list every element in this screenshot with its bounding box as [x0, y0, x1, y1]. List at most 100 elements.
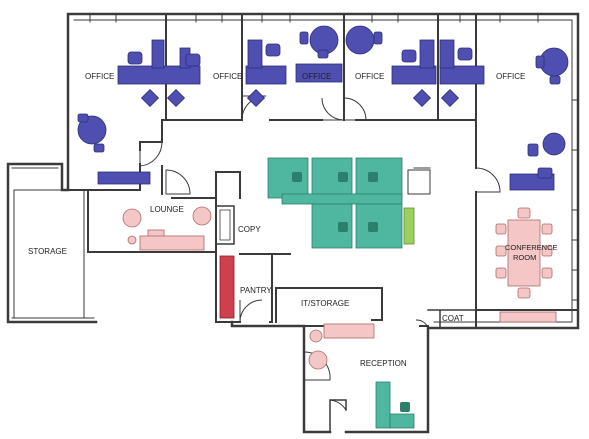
copy-alcove [215, 205, 235, 245]
storage-inner [13, 189, 85, 319]
desk-chair [457, 47, 473, 61]
pantry-counter [219, 255, 235, 319]
round-table [345, 25, 375, 55]
credenza [499, 311, 557, 323]
desk-chair [265, 43, 281, 57]
workstation-cluster [355, 157, 403, 199]
coat-wall [427, 309, 477, 329]
door-office-4 [343, 97, 367, 121]
chair [495, 223, 507, 235]
label-office-1: OFFICE [85, 72, 114, 81]
guest-chair [440, 88, 460, 108]
label-office-4: OFFICE [355, 72, 384, 81]
label-conference-line2: ROOM [513, 253, 536, 262]
armchair [192, 206, 212, 226]
lounge-furniture [122, 206, 557, 370]
chair [299, 31, 309, 45]
label-office-3: OFFICE [302, 72, 331, 81]
desk [295, 63, 343, 83]
pantry-wall [215, 251, 291, 323]
desk [439, 65, 485, 85]
credenza [97, 171, 151, 185]
chair [549, 75, 561, 85]
chair [93, 143, 105, 153]
desk-return [247, 39, 263, 69]
chair [400, 402, 410, 412]
armchair [122, 208, 142, 228]
room-labels: OFFICE OFFICE OFFICE OFFICE OFFICE STORA… [28, 72, 558, 368]
guest-chair [140, 88, 160, 108]
desk-chair [401, 49, 417, 63]
door-lounge [165, 169, 191, 195]
workstation-cluster [355, 203, 403, 249]
chair [338, 222, 348, 232]
office-furniture [77, 25, 569, 191]
it-storage-wall [275, 287, 383, 323]
office-corridor-wall [161, 119, 477, 195]
desk [117, 65, 201, 85]
chair [517, 287, 531, 299]
workstation-chairs [292, 172, 410, 412]
chair [338, 172, 348, 182]
reception-entry [329, 399, 347, 433]
chair [292, 172, 302, 182]
door-conference [475, 167, 501, 193]
chair [368, 222, 378, 232]
desk [245, 65, 287, 85]
chair [541, 267, 553, 279]
desk-chair [185, 53, 201, 67]
bench [323, 323, 375, 339]
armchair [537, 167, 553, 179]
door-coat [415, 319, 429, 329]
reception-desk [375, 381, 391, 429]
door-left-office [139, 141, 163, 167]
lounge-chair [308, 350, 328, 370]
label-copy: COPY [238, 225, 261, 234]
desk-return [439, 39, 455, 69]
label-reception: RECEPTION [360, 359, 407, 368]
open-office-cabinet [407, 169, 431, 195]
door-office-2 [241, 95, 267, 121]
workstations [267, 157, 415, 429]
label-it-storage: IT/STORAGE [301, 299, 349, 308]
label-office-5: OFFICE [496, 72, 525, 81]
reception-desk [389, 413, 415, 429]
desk [391, 65, 437, 85]
label-storage: STORAGE [28, 247, 67, 256]
lounge-wall [87, 171, 241, 253]
side-table [309, 329, 323, 343]
chair [541, 223, 553, 235]
planter [403, 207, 415, 245]
conference-table [507, 219, 541, 287]
chair [495, 245, 507, 257]
sofa [139, 235, 205, 251]
chair [495, 267, 507, 279]
chair [535, 55, 545, 69]
label-conference-line1: CONFERENCE [505, 243, 558, 252]
conference-window-marks [571, 99, 579, 301]
conference-chairs [495, 207, 553, 299]
round-table [542, 132, 566, 156]
label-pantry: PANTRY [240, 286, 272, 295]
guest-chair [412, 88, 432, 108]
label-lounge: LOUNGE [150, 205, 184, 214]
side-table [127, 235, 137, 245]
desk-return [151, 39, 165, 69]
chair [373, 31, 383, 45]
chair [317, 49, 329, 59]
desk-return [419, 39, 435, 69]
label-coat: COAT [442, 314, 464, 323]
round-table [77, 115, 107, 145]
chair [368, 172, 378, 182]
guest-chair [246, 88, 266, 108]
guest-chair [166, 88, 186, 108]
chair [77, 113, 89, 123]
desk-chair [127, 51, 143, 65]
label-office-2: OFFICE [213, 72, 242, 81]
door-pantry [239, 299, 263, 323]
workstation-spine [281, 193, 403, 205]
office-windows [89, 13, 539, 23]
copy-machine [219, 209, 231, 241]
chair [527, 143, 539, 157]
